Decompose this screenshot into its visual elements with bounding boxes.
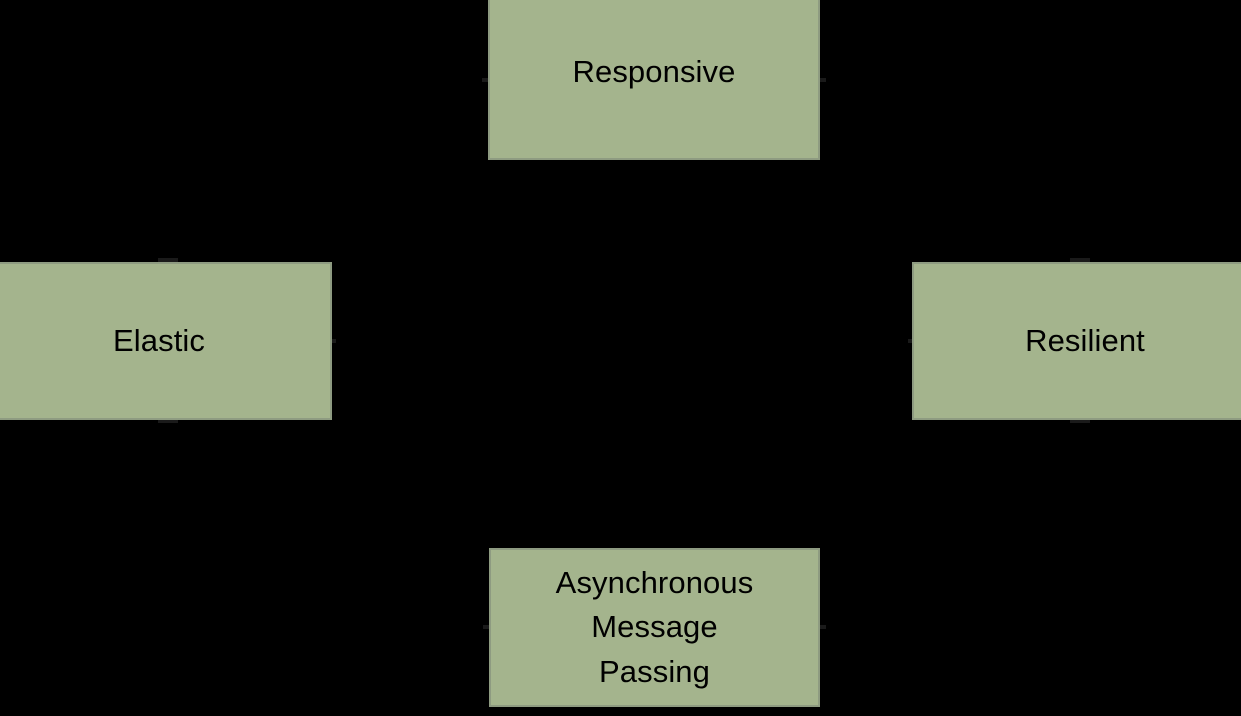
connector-stub-elastic-top	[158, 258, 178, 262]
node-resilient-label: Resilient	[1025, 322, 1145, 358]
node-async-message-passing[interactable]: Asynchronous Message Passing	[489, 548, 820, 707]
connector-stub-responsive-right	[820, 78, 826, 82]
node-elastic-label: Elastic	[112, 322, 205, 358]
connector-stub-responsive-left	[482, 78, 488, 82]
node-responsive-label: Responsive	[572, 53, 736, 89]
connector-stub-resilient-left	[908, 339, 914, 343]
node-elastic[interactable]: Elastic	[0, 262, 332, 420]
node-async-message-passing-label: Asynchronous Message Passing	[555, 565, 754, 689]
connector-stub-elastic-bottom	[158, 419, 178, 423]
node-resilient[interactable]: Resilient	[912, 262, 1241, 420]
connector-stub-async-left	[483, 625, 489, 629]
node-responsive[interactable]: Responsive	[488, 0, 820, 160]
connector-stub-resilient-top	[1070, 258, 1090, 262]
connector-stub-async-right	[820, 625, 826, 629]
connector-stub-resilient-bottom	[1070, 419, 1090, 423]
connector-stub-elastic-right	[330, 339, 336, 343]
